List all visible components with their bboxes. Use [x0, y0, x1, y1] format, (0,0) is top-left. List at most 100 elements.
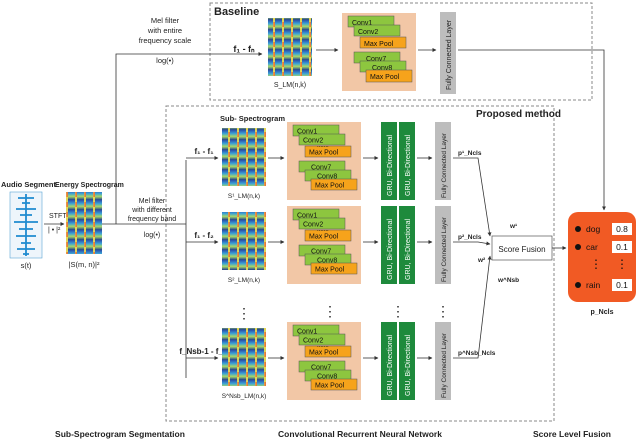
- waveform-icon: [14, 194, 38, 256]
- conv-layer: [298, 333, 346, 346]
- baseline-route-arrow: [115, 52, 263, 224]
- fc-to-fusion-arrow: [453, 241, 491, 246]
- sub-spectrogram: [222, 328, 266, 386]
- fc-layer: [435, 206, 451, 284]
- baseline-spectrogram: [268, 18, 312, 76]
- baseline-filter-line-2: with entire: [147, 26, 182, 35]
- sub-spectrogram-label: S^Nsb_LM(n,k): [222, 393, 267, 400]
- conv-layer-label: Conv1: [297, 129, 317, 136]
- class-value: 0.1: [616, 242, 628, 252]
- stft-label: STFT: [49, 213, 67, 220]
- pool-layer: [310, 178, 358, 191]
- fc-layer: [435, 322, 451, 400]
- gru-layer: [399, 322, 415, 400]
- baseline-cnn-stack: Conv1 Conv2 ....... Max Pool Conv7 Conv8…: [342, 13, 416, 91]
- pool-layer: [304, 229, 352, 242]
- baseline-fc-label: Fully Connected Layer: [446, 19, 453, 90]
- conv-layer-label: Conv7: [311, 249, 331, 256]
- conv-layer-label: Conv7: [366, 56, 386, 63]
- fc-label: Fully Connected Layer: [441, 216, 448, 282]
- pool-layer-label: Max Pool: [315, 183, 345, 190]
- branch-weight-label: w^Nsb: [497, 276, 519, 284]
- section-fusion-label: Score Level Fusion: [533, 429, 611, 439]
- pool-layer: [304, 145, 352, 158]
- gru-layer: [381, 122, 397, 200]
- energy-spectrogram-label: Energy Spectrogram: [55, 182, 124, 189]
- conv-layer-label: Conv1: [352, 20, 372, 27]
- section-crnn-label: Convolutional Recurrent Neural Network: [278, 429, 442, 439]
- conv-layer-label: Conv8: [317, 258, 337, 265]
- baseline-filter-line-1: Mel filter: [151, 16, 180, 25]
- branch-frequency-range: f_Nsb-1 - f_H: [179, 347, 229, 356]
- sub-spectrogram: [222, 212, 266, 270]
- pool-layer: [310, 378, 358, 391]
- baseline-fc-layer: [440, 12, 456, 94]
- conv-layer-label: Conv1: [297, 213, 317, 220]
- gru-layer: [381, 322, 397, 400]
- gru-label: GRU, Bi-Directional: [405, 218, 412, 280]
- input-section: Audio Segment s(t) STFT | • |² Energy Sp…: [1, 180, 124, 270]
- conv-layer: [353, 24, 401, 37]
- branch-probability-label: p^Nsb_Ncls: [458, 349, 496, 357]
- class-value-cell: [612, 223, 632, 235]
- gru-label: GRU, Bi-Directional: [405, 134, 412, 196]
- fc-label: Fully Connected Layer: [441, 332, 448, 398]
- fc-label: Fully Connected Layer: [441, 132, 448, 198]
- gru-layer: [399, 206, 415, 284]
- pool-layer: [310, 262, 358, 275]
- baseline-to-output-arrow: [458, 49, 606, 211]
- class-value: 0.1: [616, 280, 628, 290]
- pool-layer-label: Max Pool: [309, 234, 339, 241]
- baseline-frequency-range: f₁ - fₙ: [233, 44, 255, 54]
- energy-spectrogram: [66, 192, 102, 254]
- fc-dots: ⋮: [436, 303, 450, 319]
- conv-layer-label: Conv2: [303, 222, 323, 229]
- proposed-method-title: Proposed method: [476, 109, 561, 120]
- sub-spectrogram-branch: f_Nsb-1 - f_HS^Nsb_LM(n,k)Conv1Conv2Max …: [179, 255, 519, 400]
- gru-label: GRU, Bi-Directional: [387, 218, 394, 280]
- branch-weight-label: w¹: [509, 223, 517, 230]
- proposed-log-label: log(•): [144, 232, 160, 239]
- fc-to-fusion-arrow: [453, 157, 492, 237]
- pool-layer-label: Max Pool: [364, 41, 394, 48]
- score-fusion-box: [491, 235, 553, 261]
- baseline-title: Baseline: [214, 6, 259, 18]
- class-value-cell: [612, 279, 632, 291]
- gru-label: GRU, Bi-Directional: [387, 134, 394, 196]
- section-segmentation-label: Sub-Spectrogram Segmentation: [55, 429, 185, 439]
- conv-layer-label: Conv8: [317, 174, 337, 181]
- class-label: rain: [586, 280, 600, 290]
- gru-dots: ⋮: [391, 303, 405, 319]
- conv-layer-label: Conv7: [311, 365, 331, 372]
- energy-formula: |S(m, n)|²: [69, 260, 100, 269]
- audio-segment-label: Audio Segment: [1, 180, 57, 189]
- class-bullet-icon: [575, 282, 581, 288]
- conv-layer-label: Conv2: [303, 338, 323, 345]
- cnn-ellipsis: .......: [317, 143, 329, 149]
- branch-weight-label: w²: [477, 257, 486, 264]
- pool-layer-label: Max Pool: [315, 383, 345, 390]
- baseline-filter-line-3: frequency scale: [139, 36, 192, 45]
- class-label: dog: [586, 224, 600, 234]
- proposed-filter-line-1: Mel filter: [139, 198, 166, 205]
- conv-layer-label: Conv2: [358, 29, 378, 36]
- gru-layer: [381, 206, 397, 284]
- gru-label: GRU, Bi-Directional: [387, 334, 394, 396]
- baseline-log-label: log(•): [156, 56, 174, 65]
- branch-frequency-range: f₁ - f₂: [194, 231, 214, 240]
- cnn-dots: ⋮: [323, 303, 337, 319]
- conv-layer: [298, 133, 346, 146]
- fc-layer: [435, 122, 451, 200]
- sub-spectrogram-heading: Sub- Spectrogram: [220, 114, 285, 123]
- pool-layer-label: Max Pool: [309, 350, 339, 357]
- cnn-ellipsis: .......: [317, 343, 329, 349]
- class-label: car: [586, 242, 598, 252]
- pool-layer: [359, 36, 407, 49]
- output-class-dots: ⋮: [590, 257, 602, 271]
- pool-layer-label: Max Pool: [370, 74, 400, 81]
- class-bullet-icon: [575, 226, 581, 232]
